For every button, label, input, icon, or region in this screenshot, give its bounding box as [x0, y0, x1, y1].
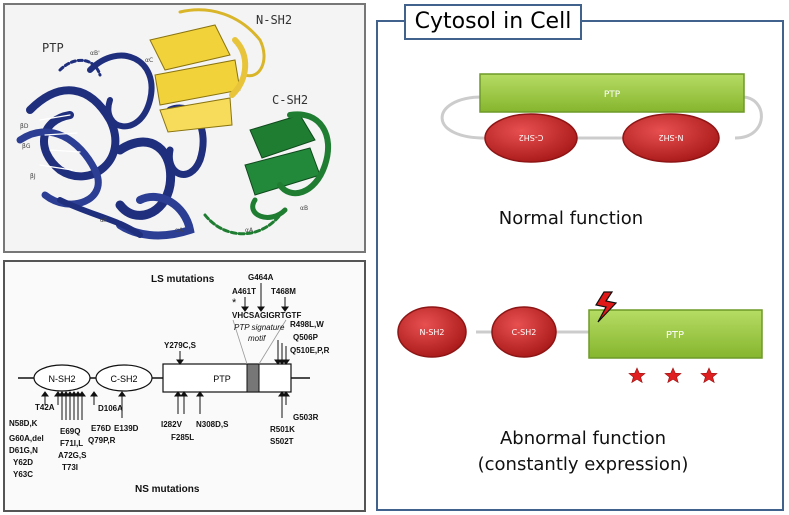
- abnormal-csh2-label: C-SH2: [512, 328, 537, 337]
- mut-r501: R501K: [270, 425, 295, 434]
- mut-n308: N308D,S: [196, 420, 229, 429]
- mut-e69: E69Q: [60, 427, 80, 436]
- svg-text:αA: αA: [175, 227, 184, 234]
- activity-star-icon: [700, 367, 718, 384]
- normal-linker-right: [734, 95, 763, 140]
- mut-f71: F71I,L: [60, 439, 83, 448]
- svg-text:βD: βD: [20, 123, 29, 130]
- normal-ptp-domain: [479, 73, 745, 113]
- normal-csh2-label: C-SH2: [519, 133, 544, 142]
- mut-d61: D61G,N: [9, 446, 38, 455]
- mut-n58: N58D,K: [9, 419, 38, 428]
- mutation-lightning-icon: [595, 291, 618, 323]
- ls-t468m: T468M: [271, 287, 296, 296]
- mut-q510: Q510E,P,R: [290, 346, 330, 355]
- mut-g503: G503R: [293, 413, 319, 422]
- signature-sequence: VHCSAGIGRTGTF: [232, 311, 301, 320]
- mut-a72: A72G,S: [58, 451, 87, 460]
- svg-text:αA: αA: [245, 227, 254, 234]
- signature-note-1: PTP signature: [234, 323, 285, 332]
- ls-star: *: [232, 297, 237, 309]
- normal-linker-left: [440, 95, 491, 140]
- normal-ptp-label: PTP: [604, 90, 621, 100]
- normal-function-caption: Normal function: [499, 208, 643, 229]
- abnormal-function-caption: Abnormal function: [500, 428, 666, 449]
- mut-e76: E76D: [91, 424, 111, 433]
- svg-text:αC: αC: [145, 57, 153, 64]
- mut-e139: E139D: [114, 424, 139, 433]
- domain-csh2-shape: [95, 364, 153, 392]
- domain-nsh2-label: N-SH2: [48, 374, 75, 384]
- abnormal-csh2-domain: [491, 306, 557, 358]
- structure-label-nsh2: N-SH2: [256, 13, 292, 27]
- svg-text:βJ: βJ: [30, 173, 36, 180]
- structure-label-ptp: PTP: [42, 41, 64, 55]
- abnormal-function-subcaption: (constantly expression): [478, 454, 689, 475]
- ls-g464a: G464A: [248, 273, 274, 282]
- mut-i282: I282V: [161, 420, 183, 429]
- mut-r498: R498L,W: [290, 320, 324, 329]
- domain-ptp-label: PTP: [213, 374, 231, 384]
- mut-q506: Q506P: [293, 333, 319, 342]
- abnormal-nsh2-label: N-SH2: [419, 328, 444, 337]
- normal-csh2-domain: [484, 113, 578, 163]
- mut-q79: Q79P,R: [88, 436, 116, 445]
- abnormal-nsh2-domain: [397, 306, 467, 358]
- normal-nsh2-label: N-SH2: [658, 133, 683, 142]
- mut-g60: G60A,del: [9, 434, 44, 443]
- svg-text:αF: αF: [100, 217, 108, 224]
- activity-star-icon: [664, 367, 682, 384]
- domain-csh2-label: C-SH2: [110, 374, 137, 384]
- mut-y62: Y62D: [13, 458, 33, 467]
- mut-d106: D106A: [98, 404, 123, 413]
- mut-y279: Y279C,S: [164, 341, 197, 350]
- svg-text:αB': αB': [90, 50, 100, 57]
- mut-y63: Y63C: [13, 470, 33, 479]
- ns-mutations-title: NS mutations: [135, 484, 200, 495]
- structure-label-csh2: C-SH2: [272, 93, 308, 107]
- ls-a461t: A461T: [232, 287, 256, 296]
- activity-star-icon: [628, 367, 646, 384]
- ls-mutations-title: LS mutations: [151, 274, 215, 285]
- normal-nsh2-domain: [622, 113, 720, 163]
- ptp-signature-block: [246, 363, 260, 393]
- mut-t73: T73I: [62, 463, 78, 472]
- domain-ptp-shape: [162, 363, 292, 393]
- svg-text:βG: βG: [22, 143, 31, 150]
- signature-note-2: motif: [248, 334, 266, 343]
- mut-f285: F285L: [171, 433, 194, 442]
- svg-text:αB: αB: [300, 205, 308, 212]
- cytosol-title: Cytosol in Cell: [404, 4, 582, 40]
- abnormal-ptp-label: PTP: [666, 330, 684, 341]
- abnormal-ptp-domain: [588, 309, 763, 359]
- mut-s502: S502T: [270, 437, 294, 446]
- mut-t42: T42A: [35, 403, 55, 412]
- domain-nsh2-shape: [33, 364, 91, 392]
